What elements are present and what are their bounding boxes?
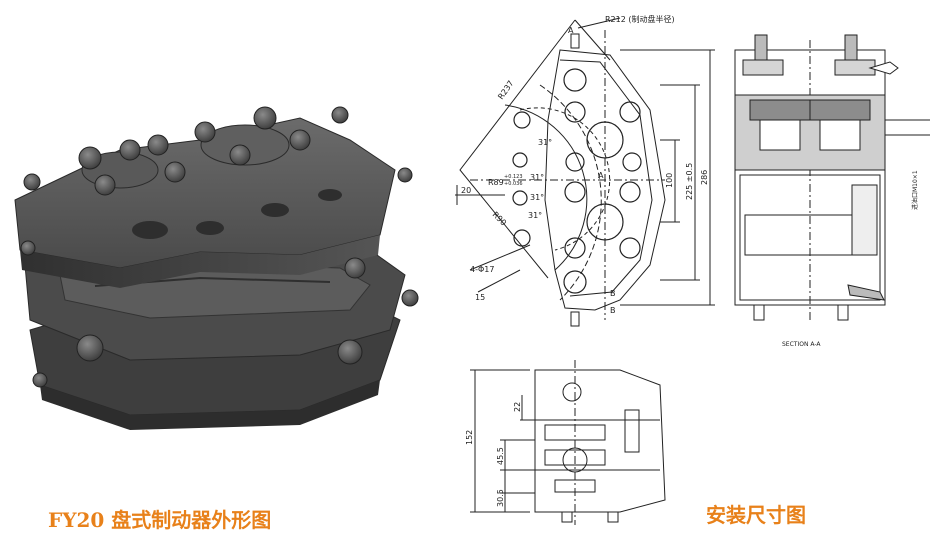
label-dim-225: 225 ±0.5: [685, 163, 694, 200]
label-section-aa: SECTION A-A: [782, 341, 821, 348]
label-dim-45: 45.5: [496, 447, 505, 465]
front-view-drawing: [455, 17, 715, 327]
label-r89: R89: [488, 178, 504, 187]
caption-appearance: FY20 盘式制动器外形图: [48, 508, 272, 532]
label-tol-upper: +0.123: [504, 174, 523, 180]
label-section-b2: B: [610, 306, 616, 315]
label-angle-1: 31°: [538, 138, 552, 147]
brake-3d-render: [14, 106, 419, 430]
section-view-drawing: [734, 34, 930, 321]
label-tol-lower: +0.036: [504, 181, 523, 187]
front-view-labels: R212 (制动盘半径) R237 R89 +0.123 +0.036 R90 …: [461, 14, 709, 315]
section-view-labels: SECTION A-A 进油口M10×1: [782, 170, 919, 348]
label-dim-15: 15: [475, 293, 485, 302]
label-dim-20: 20: [461, 186, 471, 195]
label-r237: R237: [496, 79, 515, 101]
label-holes: 4-Φ17: [470, 265, 494, 274]
label-angle-2: 31°: [530, 173, 544, 182]
label-r90: R90: [491, 210, 509, 228]
bottom-view-labels: 152 22 45.5 30.5: [465, 402, 522, 507]
label-dim-152: 152: [465, 430, 474, 445]
bottom-view-drawing: [470, 360, 666, 525]
label-inlet: 进油口M10×1: [911, 170, 919, 210]
label-r212: R212 (制动盘半径): [605, 14, 675, 24]
label-angle-3: 31°: [530, 193, 544, 202]
caption-installation: 安装尺寸图: [706, 503, 806, 527]
label-dim-286: 286: [700, 170, 709, 185]
label-section-a-top: A: [568, 26, 574, 35]
label-dim-30: 30.5: [496, 489, 505, 507]
label-section-a-mid: A: [598, 171, 604, 180]
label-dim-22: 22: [513, 402, 522, 412]
label-section-b: B: [610, 289, 616, 298]
label-angle-4: 31°: [528, 211, 542, 220]
label-dim-100: 100: [665, 173, 674, 188]
